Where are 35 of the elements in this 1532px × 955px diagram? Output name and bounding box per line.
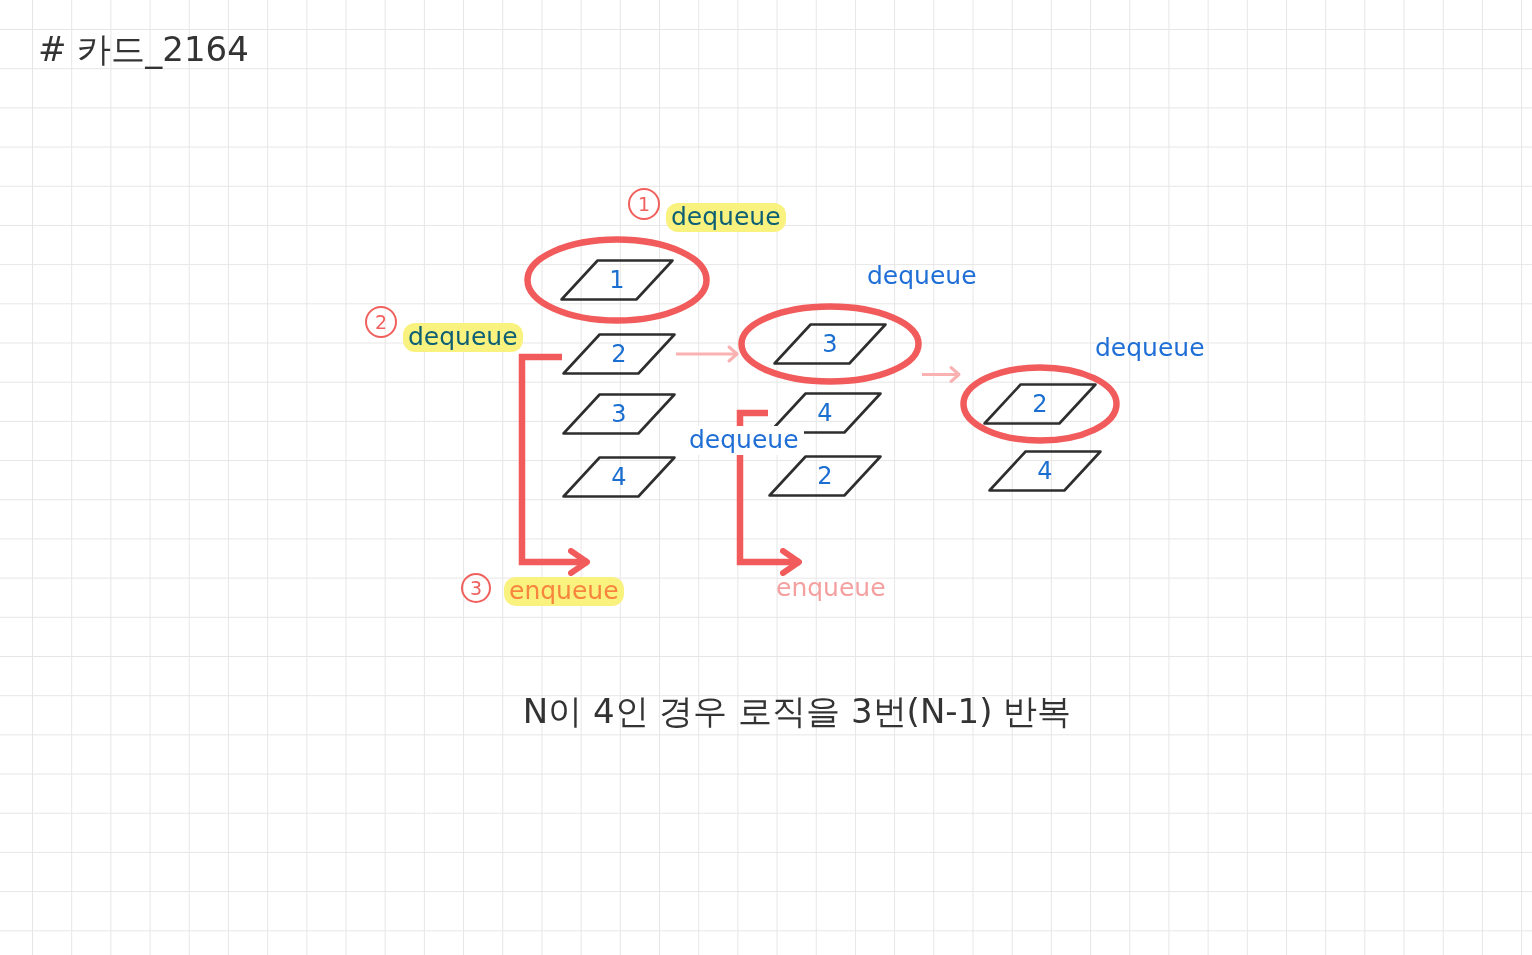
highlight-ellipse	[524, 236, 710, 324]
highlight-ellipse	[738, 303, 922, 385]
card	[562, 393, 676, 435]
card	[562, 456, 676, 498]
arrow	[736, 409, 802, 576]
card	[562, 333, 676, 375]
card-number: 1	[609, 268, 625, 292]
callout-number: 3	[461, 573, 491, 603]
operation-label: dequeue	[666, 203, 786, 232]
card	[773, 323, 887, 365]
card	[768, 455, 882, 497]
caption: N이 4인 경우 로직을 3번(N-1) 반복	[522, 692, 1072, 732]
card-number: 2	[611, 342, 627, 366]
edge-label: enqueue	[775, 574, 887, 603]
callout-number: 2	[365, 306, 397, 338]
edge-label: enqueue	[504, 577, 624, 606]
operation-label: dequeue	[866, 262, 978, 291]
arrow	[518, 353, 590, 576]
operation-label: dequeue	[403, 323, 523, 352]
callout-number: 1	[628, 188, 660, 220]
card	[560, 259, 674, 301]
arrow	[676, 345, 739, 363]
title: # 카드_2164	[38, 30, 249, 70]
card-number: 2	[817, 464, 833, 488]
operation-label: dequeue	[1094, 334, 1206, 363]
card-number: 3	[611, 402, 627, 426]
card-number: 4	[817, 401, 833, 425]
card	[983, 383, 1097, 425]
card-number: 4	[1037, 459, 1053, 483]
card-number: 4	[611, 465, 627, 489]
card-number: 2	[1032, 392, 1048, 416]
arrow	[922, 366, 961, 383]
card-number: 3	[822, 332, 838, 356]
highlight-ellipse	[960, 364, 1120, 444]
card	[988, 450, 1102, 492]
